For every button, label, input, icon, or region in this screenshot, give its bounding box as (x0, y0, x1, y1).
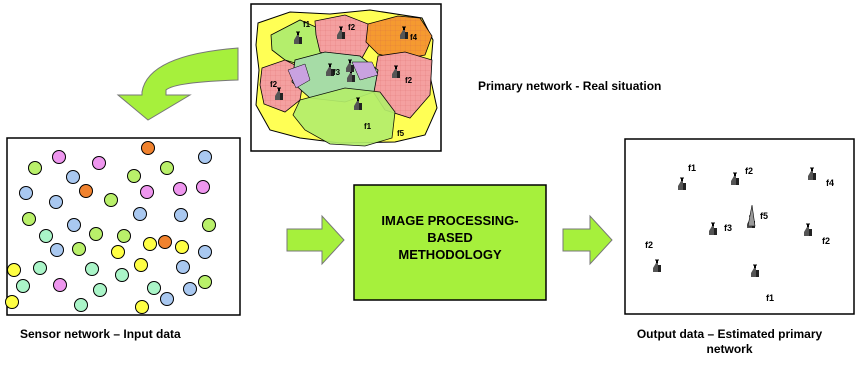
process-box (353, 184, 547, 301)
map-label-f1: f1 (303, 20, 311, 29)
sensor-dot-green (127, 169, 141, 183)
arrow-to-output (562, 214, 613, 266)
primary-network-map: f1 f2 f4 f3 f2 f2 f1 f5 (250, 3, 442, 152)
output-label-f2: f2 (822, 236, 830, 246)
output-label-f2: f2 (645, 240, 653, 250)
sensor-dot-mint (85, 262, 99, 276)
sensor-dot-blue (174, 208, 188, 222)
sensor-dot-blue (198, 150, 212, 164)
sensor-dot-pink (140, 185, 154, 199)
sensor-dot-green (198, 275, 212, 289)
map-label-f2-right: f2 (405, 76, 413, 85)
sensor-dot-blue (160, 292, 174, 306)
map-label-f5: f5 (397, 129, 405, 138)
sensor-dot-mint (93, 283, 107, 297)
map-label-f3: f3 (333, 68, 341, 77)
map-label-f2: f2 (348, 23, 356, 32)
output-label-f1: f1 (688, 163, 696, 173)
sensor-dot-yellow (175, 240, 189, 254)
sensor-dot-pink (52, 150, 66, 164)
curved-down-arrow (116, 47, 239, 121)
map-label-f1-bottom: f1 (364, 122, 372, 131)
sensor-dot-blue (133, 207, 147, 221)
map-label-f4: f4 (410, 33, 418, 42)
output-label-f1: f1 (766, 293, 774, 303)
sensor-dot-mint (74, 298, 88, 312)
sensor-dot-mint (115, 268, 129, 282)
sensor-dot-green (89, 227, 103, 241)
sensor-dot-green (104, 193, 118, 207)
sensor-dot-green (28, 161, 42, 175)
sensor-dot-mint (147, 281, 161, 295)
sensor-dot-yellow (143, 237, 157, 251)
output-network-box (624, 138, 855, 315)
sensor-dot-blue (67, 218, 81, 232)
process-label-line2: BASED (427, 230, 473, 245)
sensor-dot-orange (158, 235, 172, 249)
sensor-dot-yellow (111, 245, 125, 259)
sensor-dot-mint (39, 229, 53, 243)
sensor-dot-blue (19, 186, 33, 200)
sensor-dot-pink (53, 278, 67, 292)
arrow-to-process (286, 214, 345, 266)
sensor-dot-yellow (135, 300, 149, 314)
output-label-f4: f4 (826, 178, 834, 188)
output-caption-line2: network (706, 342, 753, 356)
sensor-dot-pink (173, 182, 187, 196)
process-label-line3: METHODOLOGY (398, 247, 502, 262)
sensor-dot-yellow (7, 263, 21, 277)
output-label-f5: f5 (760, 211, 768, 221)
sensor-dot-blue (183, 282, 197, 296)
output-caption-line1: Output data – Estimated primary (636, 327, 823, 341)
sensor-dot-blue (49, 195, 63, 209)
sensor-dot-green (202, 218, 216, 232)
sensor-dot-blue (50, 243, 64, 257)
sensor-dot-yellow (134, 258, 148, 272)
sensor-dot-orange (141, 141, 155, 155)
sensor-dot-green (22, 212, 36, 226)
output-labels: f1 f2 f4 f5 f3 f2 f2 f1 (645, 163, 834, 303)
sensor-network-caption: Sensor network – Input data (20, 327, 181, 341)
process-label-line1: IMAGE PROCESSING- (381, 213, 519, 228)
primary-network-caption: Primary network - Real situation (478, 79, 662, 93)
sensor-dot-green (160, 161, 174, 175)
sensor-dot-blue (198, 245, 212, 259)
sensor-dots (5, 141, 216, 314)
sensor-dot-blue (66, 170, 80, 184)
output-network-caption: Output data – Estimated primary network (602, 327, 857, 357)
sensor-dot-blue (176, 260, 190, 274)
output-label-f2: f2 (745, 166, 753, 176)
output-label-f3: f3 (724, 223, 732, 233)
process-label: IMAGE PROCESSING- BASED METHODOLOGY (354, 212, 546, 263)
sensor-dot-orange (79, 184, 93, 198)
output-towers (652, 167, 817, 278)
sensor-dot-yellow (5, 295, 19, 309)
sensor-dot-mint (16, 279, 30, 293)
sensor-dot-pink (92, 156, 106, 170)
sensor-dot-green (72, 242, 86, 256)
map-label-f2-left: f2 (270, 80, 278, 89)
sensor-dot-mint (33, 261, 47, 275)
sensor-dot-green (117, 229, 131, 243)
sensor-dot-pink (196, 180, 210, 194)
